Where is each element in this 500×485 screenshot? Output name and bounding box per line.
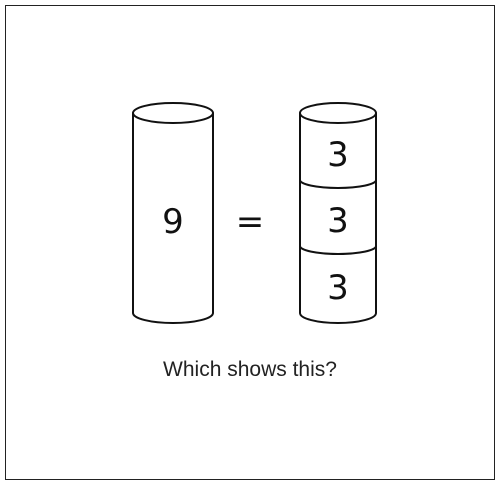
part-value-2: 3 <box>327 201 349 241</box>
whole-cylinder <box>132 102 214 324</box>
part-value-1: 3 <box>327 135 349 175</box>
question-text: Which shows this? <box>163 358 337 381</box>
equals-sign: = <box>236 202 265 242</box>
part-value-3: 3 <box>327 268 349 308</box>
question-frame <box>5 5 495 480</box>
whole-value: 9 <box>162 202 184 242</box>
part-divider-2 <box>299 245 377 255</box>
parts-cylinder <box>299 102 377 324</box>
part-divider-1 <box>299 179 377 189</box>
